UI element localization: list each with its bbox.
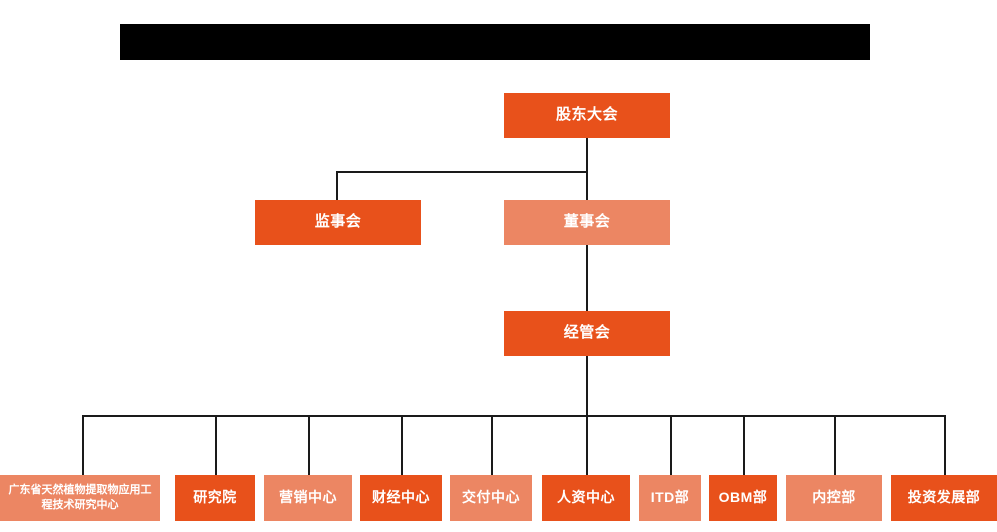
node-board-of-supervisors[interactable]: 监事会	[255, 200, 421, 245]
node-obm-department[interactable]: OBM部	[709, 475, 777, 521]
connector-drop-3	[401, 415, 403, 475]
node-marketing-center[interactable]: 营销中心	[264, 475, 352, 521]
connector-level2-bus	[336, 171, 588, 173]
node-delivery-center[interactable]: 交付中心	[450, 475, 532, 521]
connector-management-down	[586, 356, 588, 416]
node-hr-center[interactable]: 人资中心	[542, 475, 630, 521]
node-shareholders-meeting[interactable]: 股东大会	[504, 93, 670, 138]
connector-drop-0	[82, 415, 84, 475]
node-internal-control-department[interactable]: 内控部	[786, 475, 882, 521]
connector-drop-1	[215, 415, 217, 475]
connector-drop-8	[834, 415, 836, 475]
node-finance-center[interactable]: 财经中心	[360, 475, 442, 521]
node-gd-research-center[interactable]: 广东省天然植物提取物应用工程技术研究中心	[0, 475, 160, 521]
connector-to-directors	[586, 171, 588, 202]
node-research-institute[interactable]: 研究院	[175, 475, 255, 521]
connector-directors-to-management	[586, 245, 588, 313]
connector-departments-bus	[82, 415, 945, 417]
node-investment-development-department[interactable]: 投资发展部	[891, 475, 997, 521]
node-itd-department[interactable]: ITD部	[639, 475, 701, 521]
connector-drop-4	[491, 415, 493, 475]
connector-drop-9	[944, 415, 946, 475]
connector-drop-2	[308, 415, 310, 475]
connector-drop-7	[743, 415, 745, 475]
connector-to-supervisors	[336, 171, 338, 202]
connector-drop-5	[586, 415, 588, 475]
node-board-of-directors[interactable]: 董事会	[504, 200, 670, 245]
redacted-title-bar	[120, 24, 870, 60]
node-management-committee[interactable]: 经管会	[504, 311, 670, 356]
connector-shareholders-down	[586, 138, 588, 173]
connector-drop-6	[670, 415, 672, 475]
